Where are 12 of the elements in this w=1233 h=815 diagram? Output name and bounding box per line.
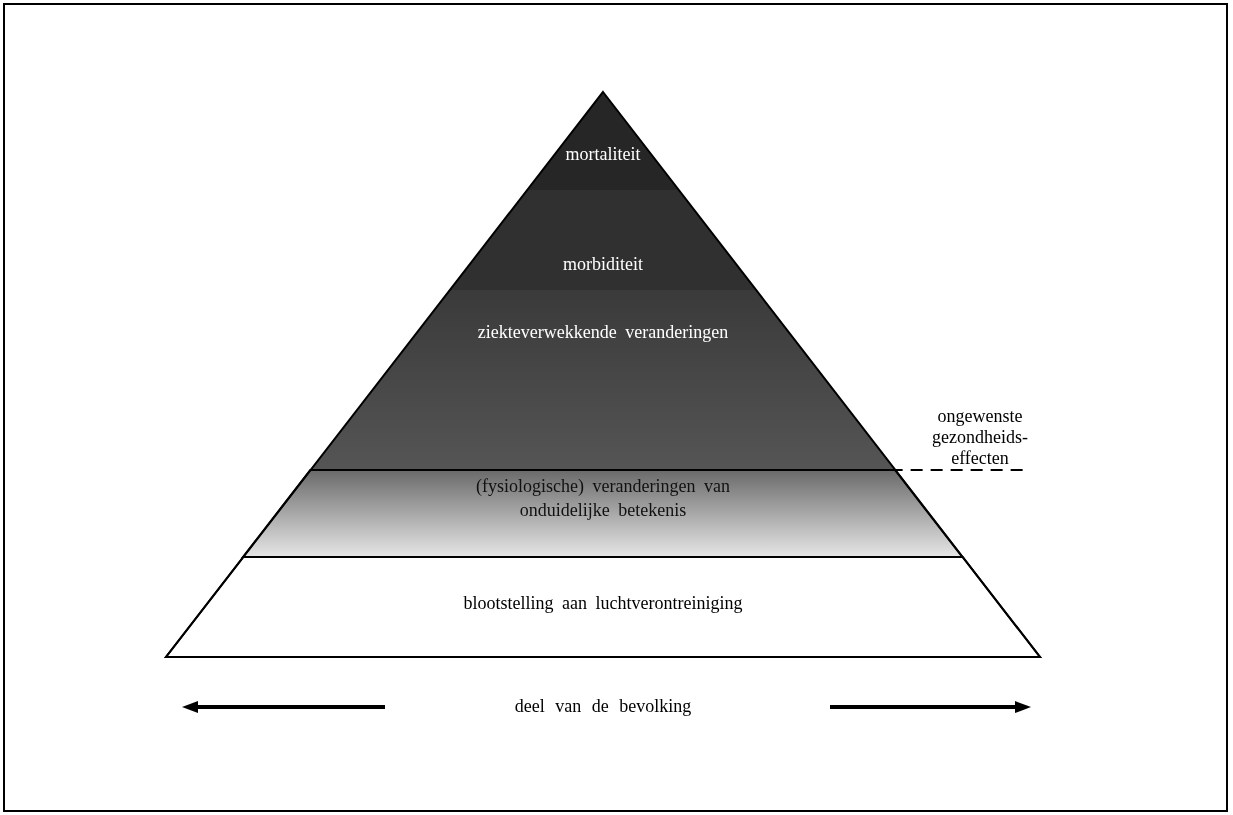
pyramid-layer — [310, 290, 896, 470]
pyramid-layer — [449, 190, 757, 290]
layer-label: ziekteverwekkende veranderingen — [476, 321, 730, 344]
pyramid-layer — [166, 557, 1040, 657]
layer-label: mortaliteit — [564, 143, 642, 166]
pyramid-layer — [527, 92, 679, 190]
layer-label: morbiditeit — [562, 253, 644, 276]
layer-label: blootstelling aan luchtverontreiniging — [462, 592, 744, 615]
layer-label: (fysiologische) veranderingen van onduidelijke betekenis — [475, 475, 731, 522]
axis-caption: deel van de bevolking — [513, 696, 693, 717]
pyramid-layer — [243, 470, 963, 557]
annotation-label: ongewenste gezondheids-effecten — [931, 406, 1029, 469]
